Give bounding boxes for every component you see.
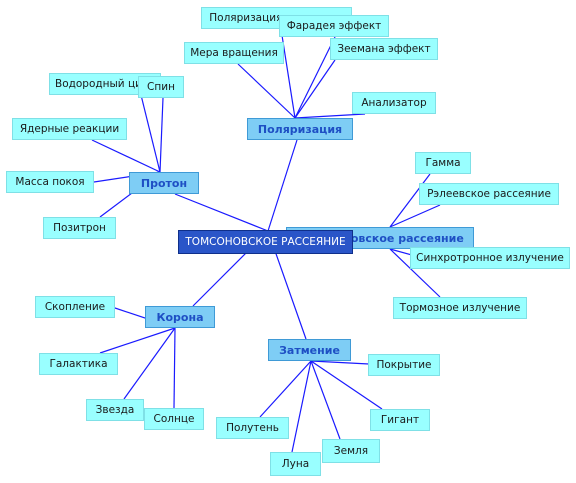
- hub-eclipse[interactable]: Затмение: [268, 339, 351, 361]
- node-cluster[interactable]: Скопление: [35, 296, 115, 318]
- node-rotation-measure[interactable]: Мера вращения: [184, 42, 284, 64]
- node-galaxy[interactable]: Галактика: [39, 353, 118, 375]
- connector-line: [389, 248, 441, 298]
- connector-line: [291, 360, 312, 453]
- connector-line: [174, 193, 269, 232]
- connector-line: [99, 327, 176, 354]
- node-synchrotron-radiation[interactable]: Синхротронное излучение: [410, 247, 570, 269]
- node-moon[interactable]: Луна: [270, 452, 321, 476]
- node-occultation[interactable]: Покрытие: [368, 354, 440, 376]
- hub-polarization[interactable]: Поляризация: [247, 118, 353, 140]
- connector-line: [294, 113, 366, 119]
- node-gamma[interactable]: Гамма: [415, 152, 471, 174]
- connector-line: [123, 327, 176, 400]
- connector-line: [389, 173, 431, 228]
- node-giant[interactable]: Гигант: [370, 409, 430, 431]
- node-zeeman-effect[interactable]: Зеемана эффект: [330, 38, 438, 60]
- connector-line: [173, 327, 176, 409]
- connector-line: [294, 36, 336, 119]
- node-bremsstrahlung[interactable]: Тормозное излучение: [393, 297, 527, 319]
- connector-line: [310, 360, 341, 440]
- node-spin[interactable]: Спин: [138, 76, 184, 98]
- node-rest-mass[interactable]: Масса покоя: [6, 171, 94, 193]
- node-star[interactable]: Звезда: [86, 399, 144, 421]
- connector-line: [159, 97, 164, 173]
- connector-line: [91, 139, 161, 173]
- node-sun[interactable]: Солнце: [144, 408, 204, 430]
- node-analyzer[interactable]: Анализатор: [352, 92, 436, 114]
- connector-line: [310, 360, 370, 365]
- connector-line: [294, 59, 336, 119]
- hub-corona[interactable]: Корона: [145, 306, 215, 328]
- node-hydrogen-cycle[interactable]: Водородный цикл: [49, 73, 161, 95]
- node-rayleigh-scattering[interactable]: Рэлеевское рассеяние: [419, 183, 559, 205]
- node-earth[interactable]: Земля: [322, 439, 380, 463]
- center-node-thomson-scattering[interactable]: ТОМСОНОВСКОЕ РАССЕЯНИЕ: [178, 230, 353, 254]
- connector-line: [259, 360, 312, 418]
- connector-line: [389, 204, 441, 228]
- node-positron[interactable]: Позитрон: [43, 217, 116, 239]
- node-penumbra[interactable]: Полутень: [216, 417, 289, 439]
- connector-line: [310, 360, 383, 410]
- hub-proton[interactable]: Протон: [129, 172, 199, 194]
- connector-line: [237, 63, 296, 119]
- node-faraday-effect[interactable]: Фарадея эффект: [279, 15, 389, 37]
- connector-line: [140, 94, 161, 173]
- connector-line: [267, 139, 298, 232]
- node-nuclear-reactions[interactable]: Ядерные реакции: [12, 118, 127, 140]
